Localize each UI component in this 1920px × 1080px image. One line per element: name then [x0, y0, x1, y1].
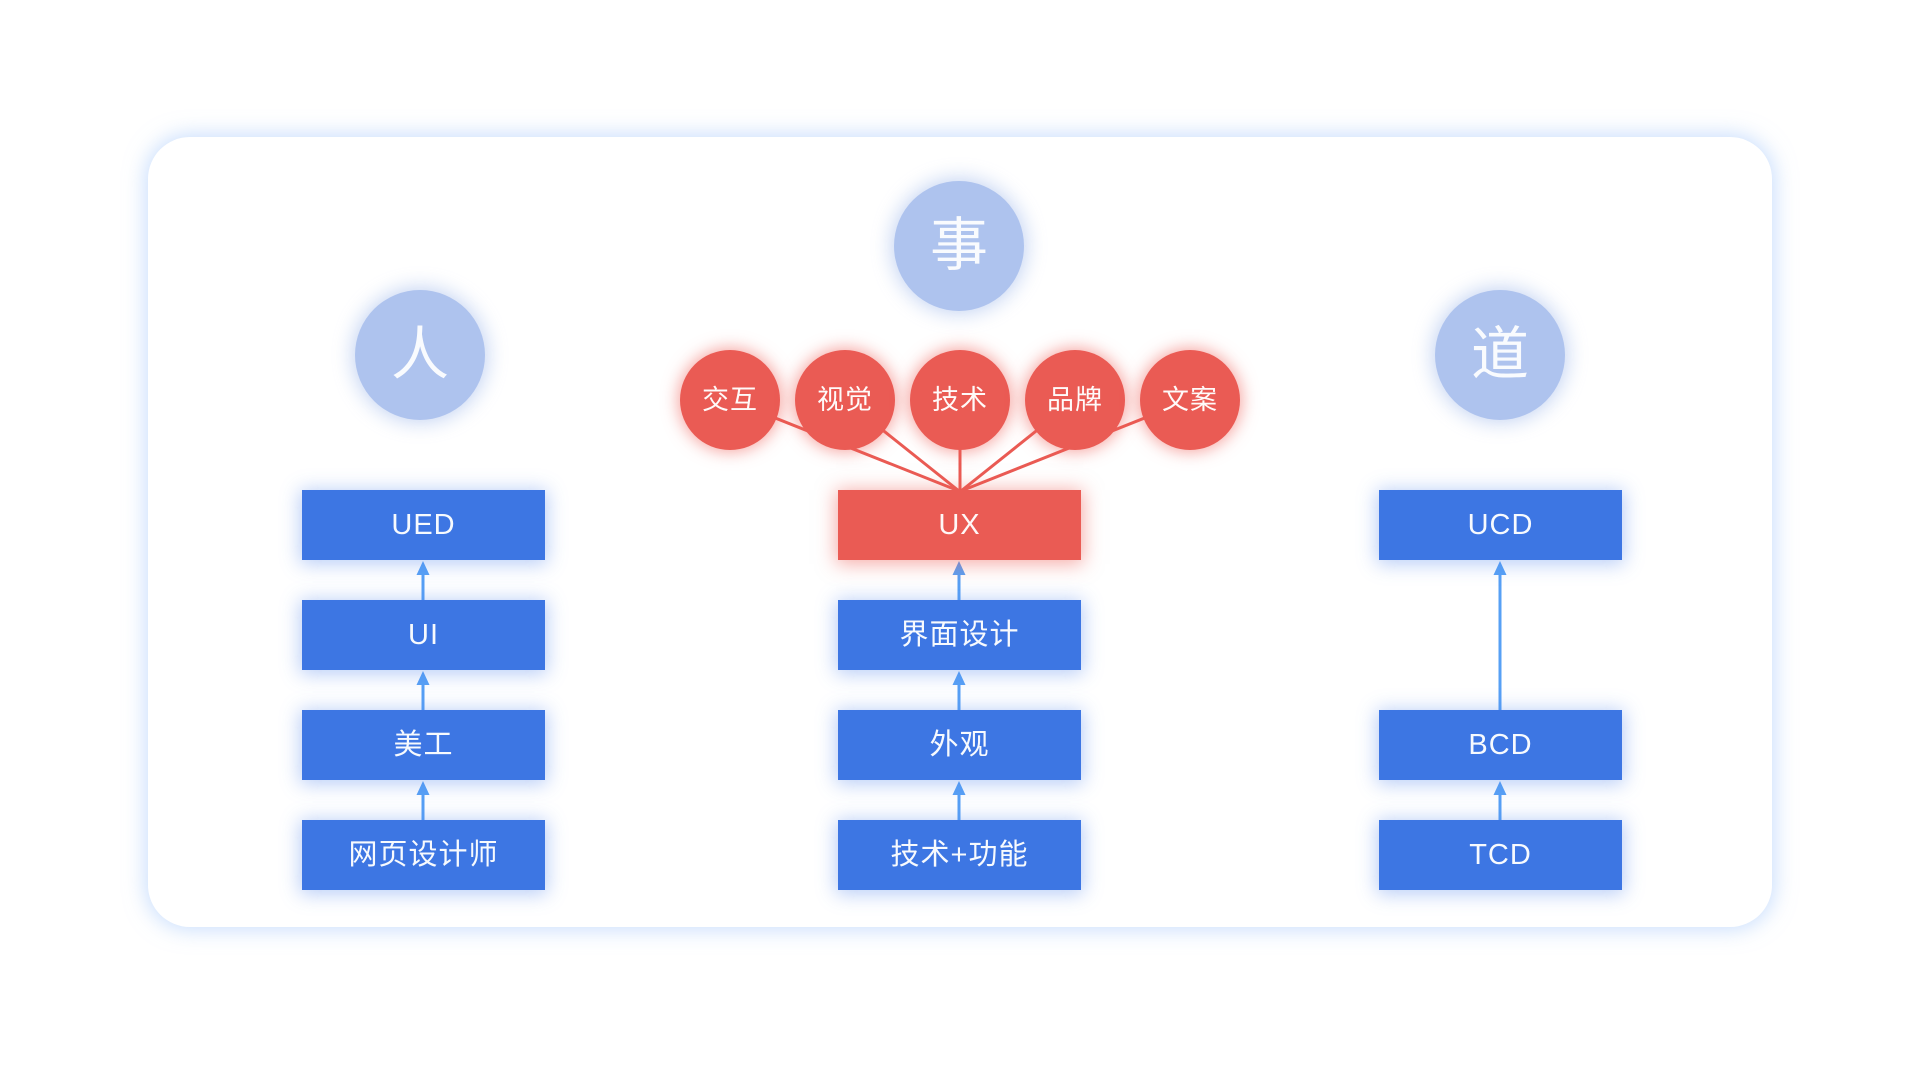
box-ux: UX [838, 490, 1081, 560]
box-interface-design: 界面设计 [838, 600, 1081, 670]
concept-circle-way: 道 [1435, 290, 1565, 420]
box-tcd-label: TCD [1469, 838, 1532, 871]
box-meigong: 美工 [302, 710, 545, 780]
box-ui-label: UI [408, 618, 439, 651]
concept-circle-way-label: 道 [1470, 322, 1529, 387]
box-bcd: BCD [1379, 710, 1622, 780]
box-ued: UED [302, 490, 545, 560]
satellite-interaction-label: 交互 [702, 384, 758, 415]
box-webdesigner-label: 网页设计师 [348, 838, 499, 871]
concept-circle-matter: 事 [894, 181, 1024, 311]
box-tech-function-label: 技术+功能 [890, 838, 1029, 871]
box-appearance-label: 外观 [929, 728, 990, 761]
satellite-technology: 技术 [910, 350, 1010, 450]
box-ucd: UCD [1379, 490, 1622, 560]
box-ux-label: UX [938, 508, 981, 541]
satellite-visual-label: 视觉 [817, 384, 873, 415]
satellite-interaction: 交互 [680, 350, 780, 450]
concept-circle-matter-label: 事 [929, 213, 988, 278]
box-bcd-label: BCD [1468, 728, 1533, 761]
satellite-visual: 视觉 [795, 350, 895, 450]
box-tech-function: 技术+功能 [838, 820, 1081, 890]
box-ui: UI [302, 600, 545, 670]
box-webdesigner: 网页设计师 [302, 820, 545, 890]
box-interface-design-label: 界面设计 [899, 618, 1020, 651]
box-appearance: 外观 [838, 710, 1081, 780]
box-ucd-label: UCD [1467, 508, 1534, 541]
satellite-copywriting: 文案 [1140, 350, 1240, 450]
satellite-brand: 品牌 [1025, 350, 1125, 450]
satellite-copywriting-label: 文案 [1162, 384, 1218, 415]
box-tcd: TCD [1379, 820, 1622, 890]
satellite-technology-label: 技术 [932, 384, 988, 415]
concept-circle-people: 人 [355, 290, 485, 420]
box-meigong-label: 美工 [393, 728, 454, 761]
box-ued-label: UED [391, 508, 456, 541]
satellite-brand-label: 品牌 [1047, 384, 1103, 415]
concept-circle-people-label: 人 [390, 322, 449, 387]
